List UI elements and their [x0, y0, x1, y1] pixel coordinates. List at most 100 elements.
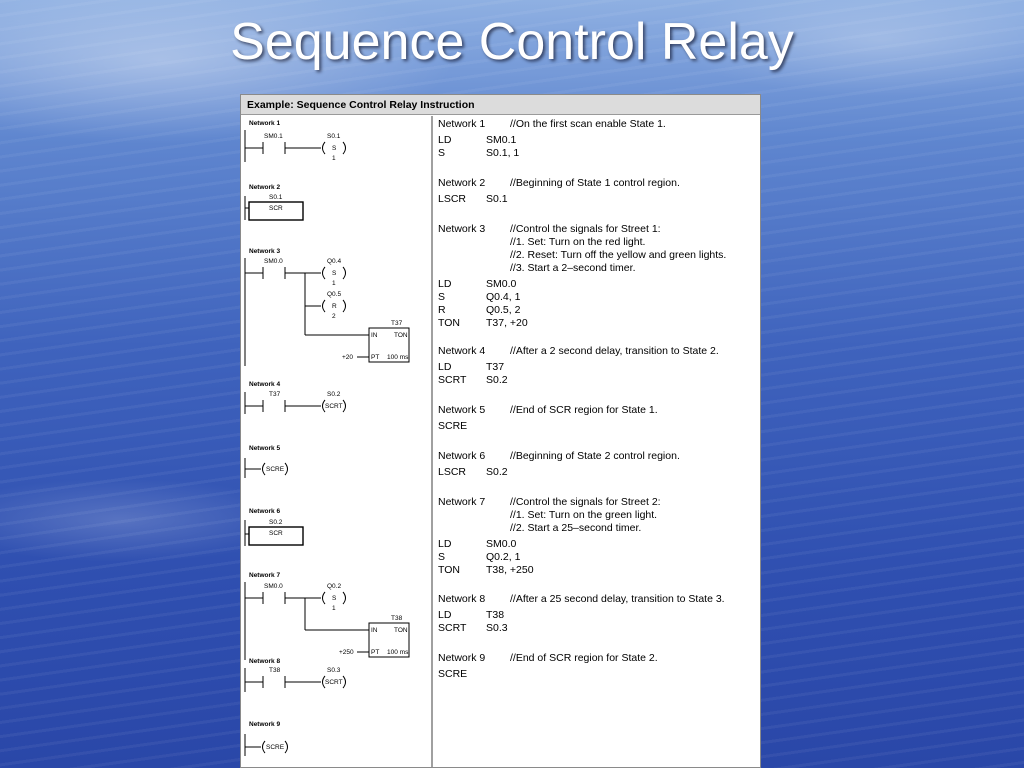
- ladder-network-3-label: Network 3: [249, 248, 280, 255]
- ladder-network-8-label: Network 8: [249, 658, 280, 665]
- stl-n3-operand-1: SM0.0: [486, 278, 517, 290]
- stl-network-5-label: Network 5: [438, 404, 486, 416]
- stl-n1-mnemonic-2: S: [438, 147, 446, 159]
- stl-n3-operand-2: Q0.4, 1: [486, 291, 521, 303]
- stl-n4-operand-1: T37: [486, 361, 505, 373]
- stl-n2-operand-1: S0.1: [486, 193, 508, 205]
- ladder-network-6: S0.2 SCR: [244, 519, 304, 546]
- n7-coil-type: S: [332, 595, 337, 602]
- n3-timer-address: T37: [391, 320, 403, 327]
- stl-n3-mnemonic-3: R: [438, 304, 446, 316]
- ladder-svg: Network 1 Network 2 Network 3 Network 4 …: [244, 120, 410, 756]
- stl-n7-mnemonic-1: LD: [438, 538, 452, 550]
- ladder-network-9: SCRE: [244, 734, 288, 756]
- stl-n3-comment-2: //1. Set: Turn on the red light.: [510, 236, 646, 248]
- n8-coil-type: SCRT: [325, 679, 343, 686]
- stl-n3-mnemonic-1: LD: [438, 278, 452, 290]
- stl-n3-operand-4: T37, +20: [486, 317, 528, 329]
- stl-n8-operand-2: S0.3: [486, 622, 508, 634]
- n4-coil-address: S0.2: [327, 391, 341, 398]
- n7-timer-type: TON: [394, 627, 408, 634]
- n7-timer-base: 100 ms: [387, 649, 409, 656]
- ladder-network-5: SCRE: [244, 458, 288, 478]
- n3-timer-in: IN: [371, 332, 378, 339]
- stl-n4-mnemonic-1: LD: [438, 361, 452, 373]
- ladder-network-3: SM0.0 Q0.4 S 1 Q0.5 R 2 T37 IN TON PT +2…: [244, 258, 410, 366]
- n1-coil-address: S0.1: [327, 133, 341, 140]
- stl-n4-mnemonic-2: SCRT: [438, 374, 467, 386]
- stl-n3-operand-3: Q0.5, 2: [486, 304, 521, 316]
- stl-n1-mnemonic-1: LD: [438, 134, 452, 146]
- n3-coil1-count: 1: [332, 280, 336, 287]
- n7-coil-count: 1: [332, 605, 336, 612]
- n6-scr-box: SCR: [269, 530, 283, 537]
- n7-timer-address: T38: [391, 615, 403, 622]
- ladder-network-5-label: Network 5: [249, 445, 280, 452]
- n7-timer-preset: +250: [339, 649, 354, 656]
- stl-network-2-label: Network 2: [438, 177, 486, 189]
- stl-n7-operand-2: Q0.2, 1: [486, 551, 521, 563]
- stl-network-8-label: Network 8: [438, 593, 486, 605]
- stl-n7-operand-1: SM0.0: [486, 538, 517, 550]
- stl-n1-operand-2: S0.1, 1: [486, 147, 520, 159]
- stl-network-9-label: Network 9: [438, 652, 486, 664]
- n3-contact-address: SM0.0: [264, 258, 283, 265]
- n1-coil-type: S: [332, 145, 337, 152]
- n3-timer-pt: PT: [371, 354, 379, 361]
- ladder-network-7-label: Network 7: [249, 572, 280, 579]
- stl-listing: Network 1 //On the first scan enable Sta…: [434, 116, 760, 767]
- ladder-network-4: T37 S0.2 SCRT: [244, 391, 346, 414]
- stl-n7-comment-3: //2. Start a 25–second timer.: [510, 522, 642, 534]
- n6-scr-address: S0.2: [269, 519, 283, 526]
- stl-network-6-label: Network 6: [438, 450, 486, 462]
- panel-header: Example: Sequence Control Relay Instruct…: [241, 95, 760, 115]
- n1-coil-count: 1: [332, 155, 336, 162]
- ladder-network-1: SM0.1 S0.1 S 1: [244, 130, 346, 162]
- stl-n4-operand-2: S0.2: [486, 374, 508, 386]
- stl-n2-mnemonic-1: LSCR: [438, 193, 467, 205]
- n8-coil-address: S0.3: [327, 667, 341, 674]
- n4-contact-address: T37: [269, 391, 281, 398]
- n5-coil-type: SCRE: [266, 466, 285, 473]
- slide-title: Sequence Control Relay: [230, 13, 794, 71]
- stl-network-5-comment: //End of SCR region for State 1.: [510, 404, 658, 416]
- stl-network-4-comment: //After a 2 second delay, transition to …: [510, 345, 719, 357]
- stl-n7-comment-1: //Control the signals for Street 2:: [510, 496, 661, 508]
- stl-network-4-label: Network 4: [438, 345, 486, 357]
- n3-coil2-count: 2: [332, 313, 336, 320]
- ladder-network-8: T38 S0.3 SCRT: [244, 667, 346, 692]
- n3-coil2-type: R: [332, 303, 337, 310]
- stl-n3-comment-3: //2. Reset: Turn off the yellow and gree…: [510, 249, 727, 261]
- n3-timer-preset: +20: [342, 354, 353, 361]
- ladder-network-7: SM0.0 Q0.2 S 1 T38 IN TON PT +250 100 ms: [244, 582, 410, 660]
- n7-timer-in: IN: [371, 627, 378, 634]
- stl-n7-mnemonic-2: S: [438, 551, 446, 563]
- stl-network-7-label: Network 7: [438, 496, 486, 508]
- n3-timer-type: TON: [394, 332, 408, 339]
- stl-network-9-comment: //End of SCR region for State 2.: [510, 652, 658, 664]
- n3-coil2-address: Q0.5: [327, 291, 341, 298]
- stl-n9-mnemonic-1: SCRE: [438, 668, 468, 680]
- n1-contact-address: SM0.1: [264, 133, 283, 140]
- stl-n8-operand-1: T38: [486, 609, 505, 621]
- stl-n8-mnemonic-1: LD: [438, 609, 452, 621]
- stl-n3-comment-1: //Control the signals for Street 1:: [510, 223, 661, 235]
- ladder-network-9-label: Network 9: [249, 721, 280, 728]
- n7-coil-address: Q0.2: [327, 583, 341, 590]
- stl-n1-operand-1: SM0.1: [486, 134, 517, 146]
- n3-coil1-type: S: [332, 270, 337, 277]
- n4-coil-type: SCRT: [325, 403, 343, 410]
- stl-n7-comment-2: //1. Set: Turn on the green light.: [510, 509, 658, 521]
- n2-scr-address: S0.1: [269, 194, 283, 201]
- n7-timer-pt: PT: [371, 649, 379, 656]
- ladder-network-2: S0.1 SCR: [244, 194, 304, 221]
- n2-scr-box: SCR: [269, 205, 283, 212]
- stl-n3-mnemonic-2: S: [438, 291, 446, 303]
- stl-network-2-comment: //Beginning of State 1 control region.: [510, 177, 680, 189]
- stl-n5-mnemonic-1: SCRE: [438, 420, 468, 432]
- example-panel: Example: Sequence Control Relay Instruct…: [240, 94, 761, 768]
- stl-n6-mnemonic-1: LSCR: [438, 466, 467, 478]
- ladder-network-6-label: Network 6: [249, 508, 280, 515]
- stl-n3-mnemonic-4: TON: [438, 317, 460, 329]
- ladder-network-4-label: Network 4: [249, 381, 280, 388]
